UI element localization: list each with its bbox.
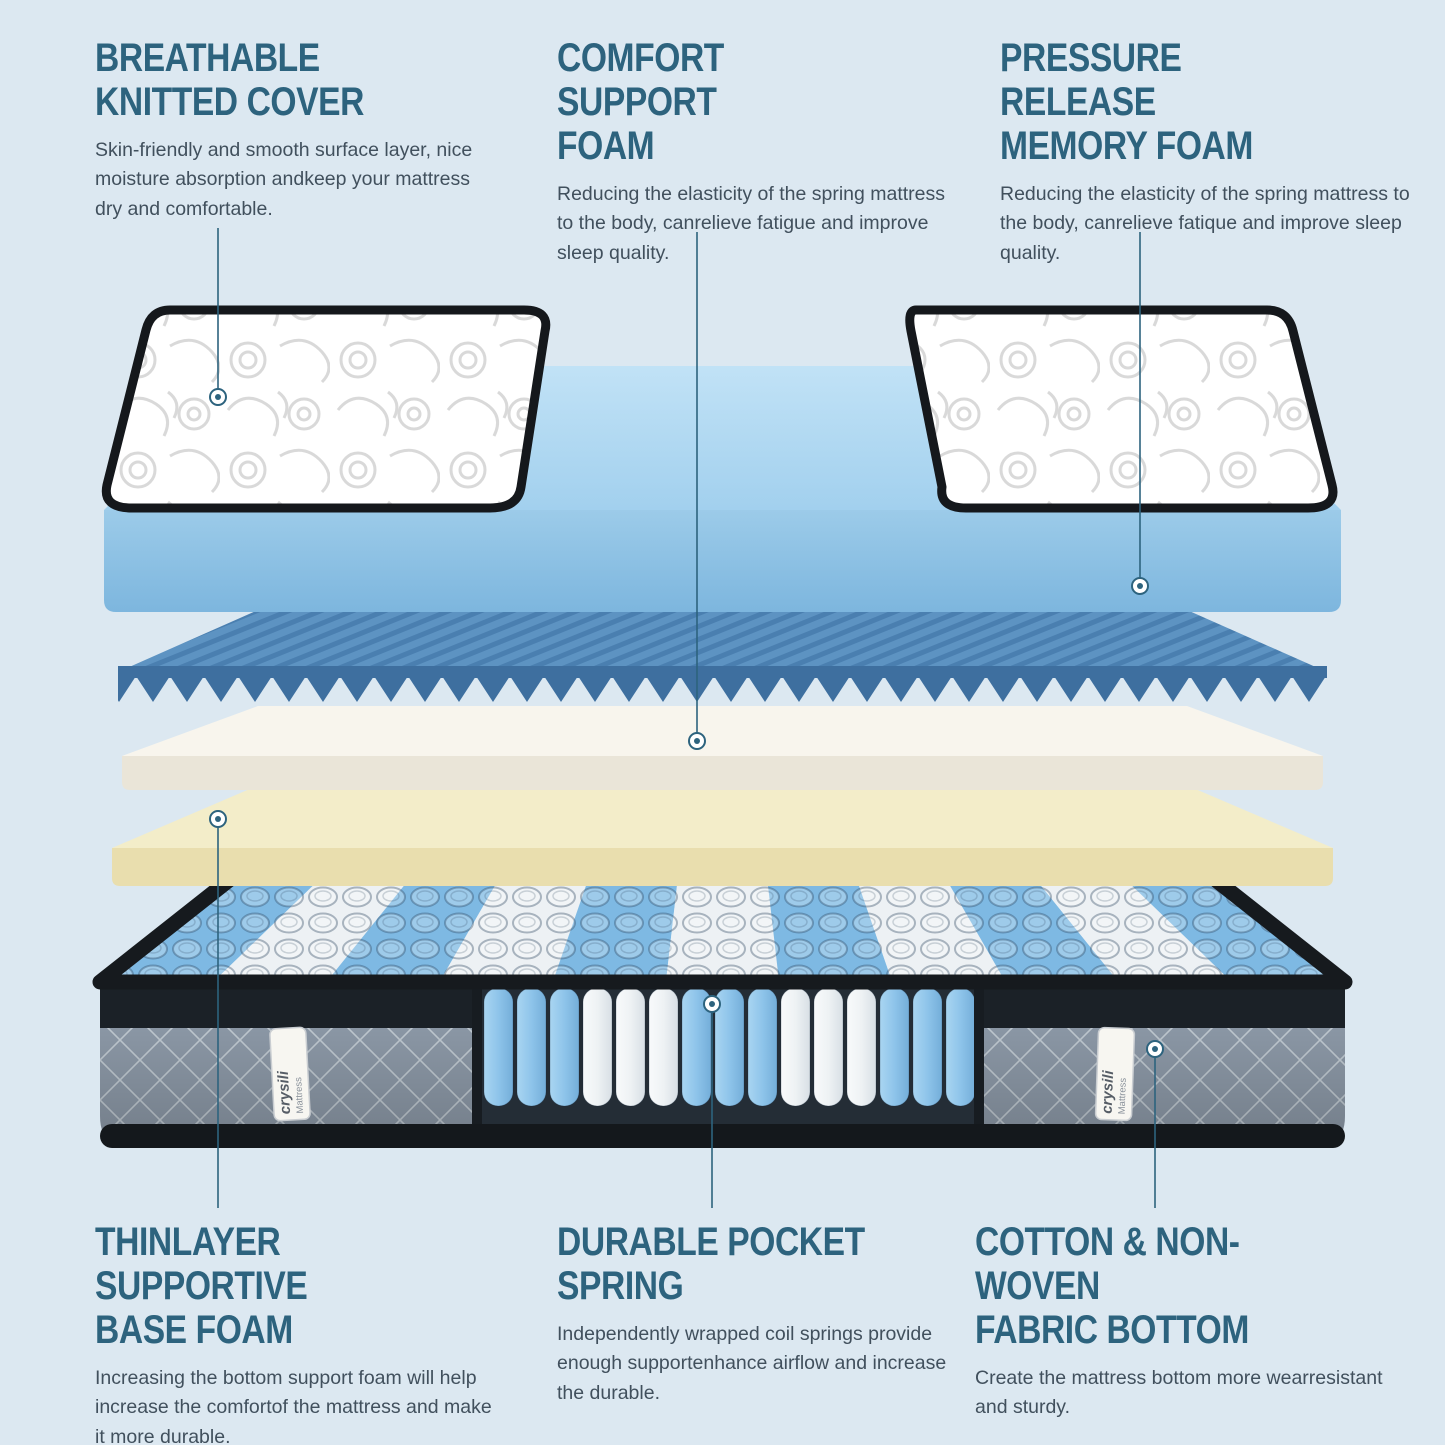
callout-title-line1: PRESSURE RELEASE	[1000, 36, 1182, 124]
callout-body: Skin-friendly and smooth surface layer, …	[95, 139, 473, 220]
callout-title-line1: COMFORT SUPPORT	[557, 36, 724, 124]
knitted-cover-left	[101, 305, 551, 513]
callout-pressure-release-memory-foam: PRESSURE RELEASE MEMORY FOAM Reducing th…	[1000, 36, 1410, 268]
callout-title-line2: KNITTED COVER	[95, 80, 364, 124]
callout-dot-memory-foam	[1131, 577, 1149, 595]
callout-cotton-non-woven-fabric-bottom: COTTON & NON-WOVEN FABRIC BOTTOM Create …	[975, 1220, 1405, 1423]
brand-label-left: crysili Mattress	[269, 1026, 311, 1122]
callout-title-line2: FOAM	[557, 124, 655, 168]
callout-body: Reducing the elasticity of the spring ma…	[557, 183, 946, 264]
brand-name-text: crysili	[1099, 1069, 1118, 1114]
callout-dot-comfort-foam	[688, 732, 706, 750]
callout-title: COMFORT SUPPORT FOAM	[557, 36, 885, 168]
leader-lines	[217, 228, 1156, 1208]
callout-thinlayer-supportive-base-foam: THINLAYER SUPPORTIVE BASE FOAM Increasin…	[95, 1220, 495, 1445]
callout-title: COTTON & NON-WOVEN FABRIC BOTTOM	[975, 1220, 1336, 1352]
callout-dots	[209, 388, 1164, 1058]
base-mattress: crysili Mattress crysili Mattress	[92, 854, 1353, 1148]
comfort-support-foam-layer	[122, 706, 1323, 790]
callout-body: Independently wrapped coil springs provi…	[557, 1323, 947, 1404]
callout-title-line2: SPRING	[557, 1264, 684, 1308]
callout-dot-fabric-bottom	[1146, 1040, 1164, 1058]
brand-name-text: crysili	[275, 1070, 294, 1115]
pocket-spring-cutaway	[472, 982, 984, 1126]
callout-title-line1: DURABLE POCKET	[557, 1220, 865, 1264]
callout-body: Increasing the bottom support foam will …	[95, 1367, 492, 1445]
product-name-text: Mattress	[293, 1077, 306, 1114]
pocket-springs	[483, 987, 976, 1107]
callout-dot-base-foam	[209, 810, 227, 828]
callout-title: DURABLE POCKET SPRING	[557, 1220, 893, 1308]
callout-body: Reducing the elasticity of the spring ma…	[1000, 183, 1410, 264]
callout-dot-pocket-spring	[703, 995, 721, 1013]
callout-title: THINLAYER SUPPORTIVE BASE FOAM	[95, 1220, 431, 1352]
callout-title-line2: BASE FOAM	[95, 1308, 293, 1352]
callout-title-line1: COTTON & NON-WOVEN	[975, 1220, 1240, 1308]
callout-durable-pocket-spring: DURABLE POCKET SPRING Independently wrap…	[557, 1220, 957, 1408]
bottom-piping	[100, 1124, 1345, 1148]
coil-top-surface	[92, 854, 1353, 990]
callout-breathable-knitted-cover: BREATHABLE KNITTED COVER Skin-friendly a…	[95, 36, 485, 224]
base-foam-layer	[112, 788, 1333, 886]
knitted-cover-right	[905, 305, 1338, 513]
brand-label-right: crysili Mattress	[1094, 1026, 1136, 1122]
callout-title-line2: MEMORY FOAM	[1000, 124, 1253, 168]
product-name-text: Mattress	[1117, 1077, 1129, 1114]
callout-title-line2: FABRIC BOTTOM	[975, 1308, 1249, 1352]
eggcrate-foam-layer	[118, 610, 1327, 702]
callout-title-line1: BREATHABLE	[95, 36, 320, 80]
callout-dot-knitted-cover	[209, 388, 227, 406]
callout-comfort-support-foam: COMFORT SUPPORT FOAM Reducing the elasti…	[557, 36, 947, 268]
callout-title: BREATHABLE KNITTED COVER	[95, 36, 423, 124]
callout-title: PRESSURE RELEASE MEMORY FOAM	[1000, 36, 1344, 168]
callout-title-line1: THINLAYER SUPPORTIVE	[95, 1220, 308, 1308]
callout-body: Create the mattress bottom more wearresi…	[975, 1367, 1383, 1419]
